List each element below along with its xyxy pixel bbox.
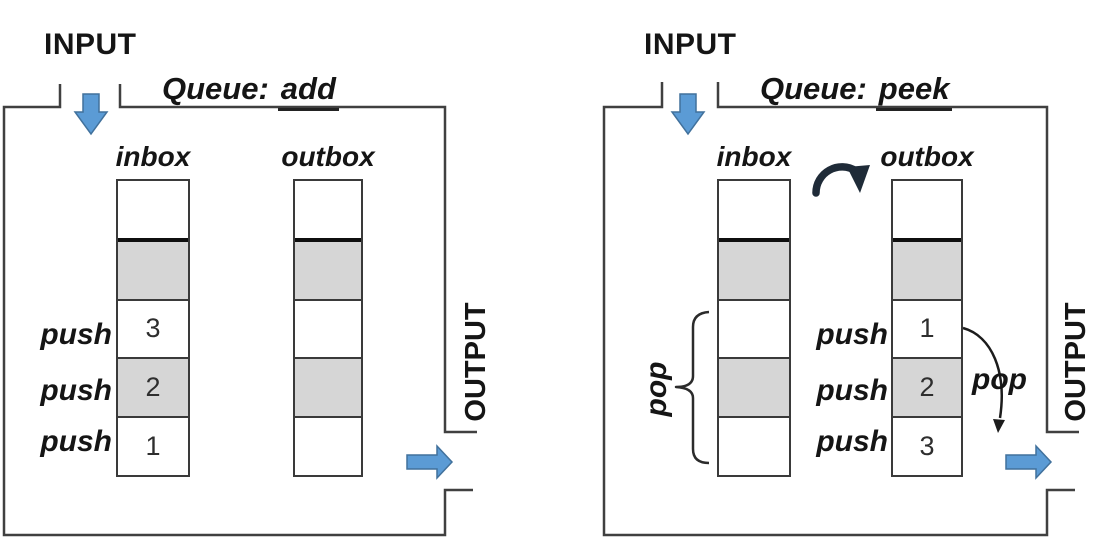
panel-title: Queue:peek [760,71,953,111]
panel-title-prefix: Queue: [760,71,867,106]
stack-cell [295,416,361,475]
transfer-arc-arrowhead-icon [847,165,870,193]
right-panel-wire-top-icon [716,82,1079,434]
output-right-arrow-icon [406,444,454,480]
stack-cell [719,298,789,358]
output-label: OUTPUT [460,302,492,422]
stack-cell [719,416,789,475]
outbox-stack [293,179,363,477]
input-down-arrow-icon [670,93,706,136]
panel-title-op: peek [875,71,953,111]
output-label: OUTPUT [1060,302,1092,422]
stack-cell [893,181,961,238]
push-label: push [816,374,888,407]
stack-cell [118,237,188,299]
output-right-arrow-icon [1005,444,1053,480]
stack-cell [295,298,361,358]
inbox-label: inbox [115,141,191,172]
input-down-arrow-icon [73,93,109,136]
stack-cell [719,181,789,238]
stack-cell: 2 [893,357,961,417]
right-panel-wire-icon [602,82,1075,537]
pop-arrow-icon [962,326,1003,419]
pop-bracket-label: pop [640,361,673,417]
pop-arrowhead-icon [993,419,1005,433]
push-label: push [40,425,112,458]
stack-cell: 2 [118,357,188,417]
inbox-label: inbox [716,141,792,172]
inbox-stack [717,179,791,477]
input-label: INPUT [44,28,137,61]
inbox-stack: 3 2 1 [116,179,190,477]
stack-cell: 1 [118,416,188,475]
outbox-label: outbox [281,141,375,172]
pop-arrow-label: pop [972,363,1027,396]
push-label: push [816,425,888,458]
left-panel-wire-top-icon [118,84,477,434]
stack-cell [295,237,361,299]
outbox-stack: 1 2 3 [891,179,963,477]
pop-brace-icon [674,310,710,465]
panel-title: Queue:add [162,71,339,111]
outbox-label: outbox [880,141,974,172]
input-label: INPUT [644,28,737,61]
stack-cell: 3 [118,298,188,358]
panel-title-prefix: Queue: [162,71,269,106]
panel-title-op: add [277,71,339,111]
stack-cell: 1 [893,298,961,358]
stack-cell [719,237,789,299]
stack-cell [719,357,789,417]
stack-cell [118,181,188,238]
stack-cell [295,357,361,417]
push-label: push [816,318,888,351]
push-label: push [40,318,112,351]
stack-cell: 3 [893,416,961,475]
stack-cell [893,237,961,299]
stack-cell [295,181,361,238]
left-panel-wire-icon [2,84,473,537]
push-label: push [40,374,112,407]
